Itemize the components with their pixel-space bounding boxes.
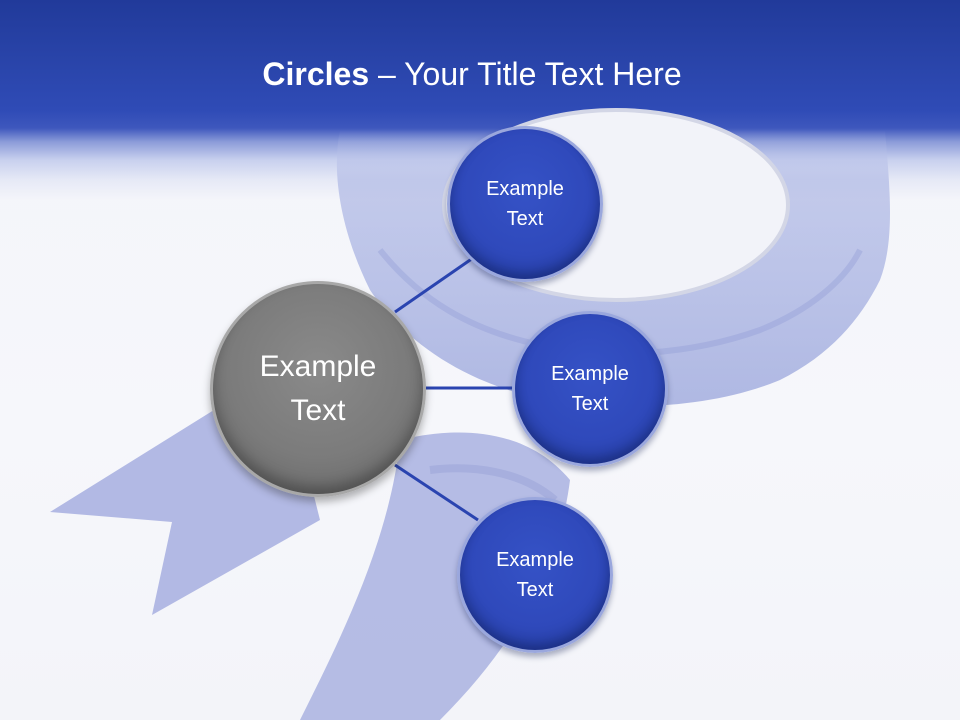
connector-top [394,256,474,314]
node-circle-middle[interactable]: Example Text [512,311,668,467]
node-label: Example Text [551,363,629,415]
ribbon-fold [429,464,558,504]
center-circle[interactable]: Example Text [210,281,426,497]
connector-bottom [394,463,479,522]
node-circle-top[interactable]: Example Text [447,126,603,282]
node-label: Example Text [486,178,564,230]
node-label: Example Text [496,549,574,601]
title-bold: Circles [262,56,370,92]
slide-title: Circles – Your Title Text Here [0,52,944,96]
node-circle-bottom[interactable]: Example Text [457,497,613,653]
center-circle-label: Example Text [259,350,377,427]
title-rest: – Your Title Text Here [369,56,682,92]
